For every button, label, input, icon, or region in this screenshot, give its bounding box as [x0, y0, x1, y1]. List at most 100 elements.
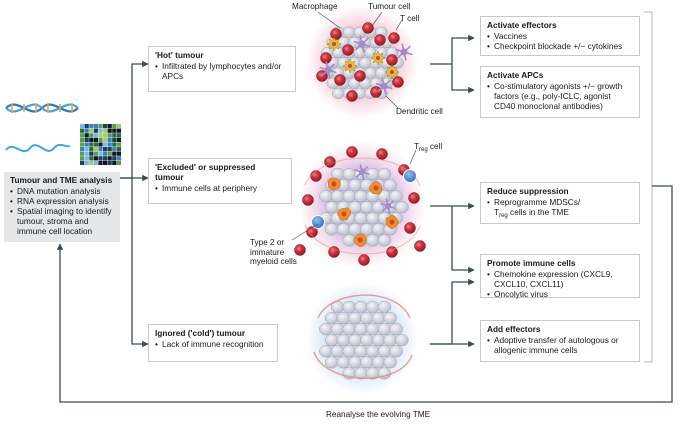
t-cell-highlight [322, 54, 327, 59]
heatmap-cell [112, 160, 117, 165]
heatmap-cell [93, 128, 98, 133]
heatmap-cell [89, 156, 94, 161]
t-cell-highlight [360, 256, 365, 261]
heatmap-cell [107, 128, 112, 133]
treg-subscript: reg [499, 213, 508, 219]
heatmap-cell [93, 142, 98, 147]
heatmap-cell [89, 160, 94, 165]
t-cell-highlight [416, 242, 421, 247]
heatmap-cell [93, 151, 98, 156]
tumour-cell [354, 212, 368, 225]
t-cell [374, 34, 386, 46]
arrow-hot-to-effectors [430, 34, 475, 65]
tumour-cell [365, 345, 380, 358]
tumour-cell [330, 345, 345, 358]
arrow-hot-to-apcs [451, 64, 475, 94]
heatmap-cell [112, 124, 117, 129]
t-cell-highlight [394, 78, 399, 83]
heatmap-cell [89, 128, 94, 133]
heatmap-cell [116, 124, 121, 129]
heatmap-cell [103, 124, 108, 129]
treg-cell-label: Treg cell [414, 142, 442, 156]
tumour-cell [360, 356, 374, 369]
heatmap-cell [112, 137, 117, 142]
heatmap-cell [103, 137, 108, 142]
tumour-cell [389, 323, 403, 336]
arrow-excluded-to-promote [451, 206, 475, 274]
heatmap-cell [80, 133, 85, 138]
heatmap-cell [80, 156, 85, 161]
tumour-cell [348, 312, 362, 325]
treg-label-sub: reg [419, 147, 428, 153]
reanalyse-loop [56, 185, 673, 403]
heatmap-cell [80, 151, 85, 156]
dendritic-cell [358, 168, 366, 176]
dendritic-cell [380, 82, 388, 90]
t-cell [330, 28, 342, 40]
tumour-cell [354, 345, 368, 358]
tumour-cell [375, 67, 388, 79]
t-cell [310, 170, 322, 182]
heatmap-cell [84, 156, 89, 161]
t-cell-highlight [344, 46, 349, 51]
tumour-cell [336, 334, 351, 347]
arrow-to-cold [131, 178, 149, 348]
t-cell-highlight [356, 72, 361, 77]
heatmap-cell [112, 147, 117, 152]
add-effectors-box: Add effectors Adoptive transfer of autol… [480, 320, 640, 362]
heatmap-cell [98, 142, 103, 147]
excluded-tumour-item: Immune cells at periphery [155, 183, 286, 193]
heatmap-cell [112, 156, 117, 161]
tumour-cell [342, 190, 356, 203]
heatmap-cell [112, 128, 117, 133]
tumour-cell [360, 334, 374, 347]
t-cell-highlight [390, 34, 395, 39]
heatmap-cell [107, 160, 112, 165]
tumour-cell [377, 167, 392, 181]
heatmap-cell [98, 137, 103, 142]
t-cell-highlight [348, 92, 353, 97]
tumour-cell [377, 300, 392, 314]
tumour-cell [383, 356, 397, 369]
tumour-cell [342, 323, 356, 336]
heatmap-cell [116, 128, 121, 133]
t-cell-highlight [326, 158, 331, 163]
t-cell [392, 76, 404, 88]
tumour-cell [342, 345, 356, 358]
treg-label-rest: cell [427, 142, 443, 151]
tumour-cell [354, 323, 368, 336]
tumour-cell [348, 334, 362, 347]
t-cell [302, 194, 314, 206]
activate-apcs-title: Activate APCs [487, 70, 544, 80]
heatmap-cell [80, 160, 85, 165]
t-cell-highlight [296, 246, 301, 251]
dendritic-cell [400, 48, 408, 56]
t-cell [414, 240, 426, 252]
heatmap-cell [103, 156, 108, 161]
tumour-cell [348, 356, 362, 369]
t-cell [334, 74, 346, 86]
heatmap-cell [89, 124, 94, 129]
tumour-cell [324, 223, 339, 236]
heatmap-cell [103, 160, 108, 165]
cold-tumour-title: Ignored ('cold') tumour [155, 328, 246, 338]
tumour-cell [395, 201, 409, 214]
t-cell [404, 222, 416, 234]
reduce-suppression-line1: Reprogramme MDSCs/ [494, 197, 581, 207]
heatmap-cell [107, 151, 112, 156]
tumour-cell [389, 345, 403, 358]
t-cell [346, 146, 358, 158]
t-cell [376, 148, 388, 160]
activate-effectors-item: Vaccines [487, 31, 634, 41]
heatmap-cell [80, 124, 85, 129]
reduce-suppression-line2: cells in the TME [507, 207, 569, 217]
heatmap-cell [116, 160, 121, 165]
cold-tumour [319, 300, 409, 380]
heatmap-cell [84, 142, 89, 147]
t-cell [386, 54, 398, 66]
t-cell-highlight [308, 228, 313, 233]
label-leaders [291, 11, 417, 241]
tumour-cell [324, 356, 339, 369]
heatmap-cell [107, 133, 112, 138]
heatmap-cell [98, 128, 103, 133]
